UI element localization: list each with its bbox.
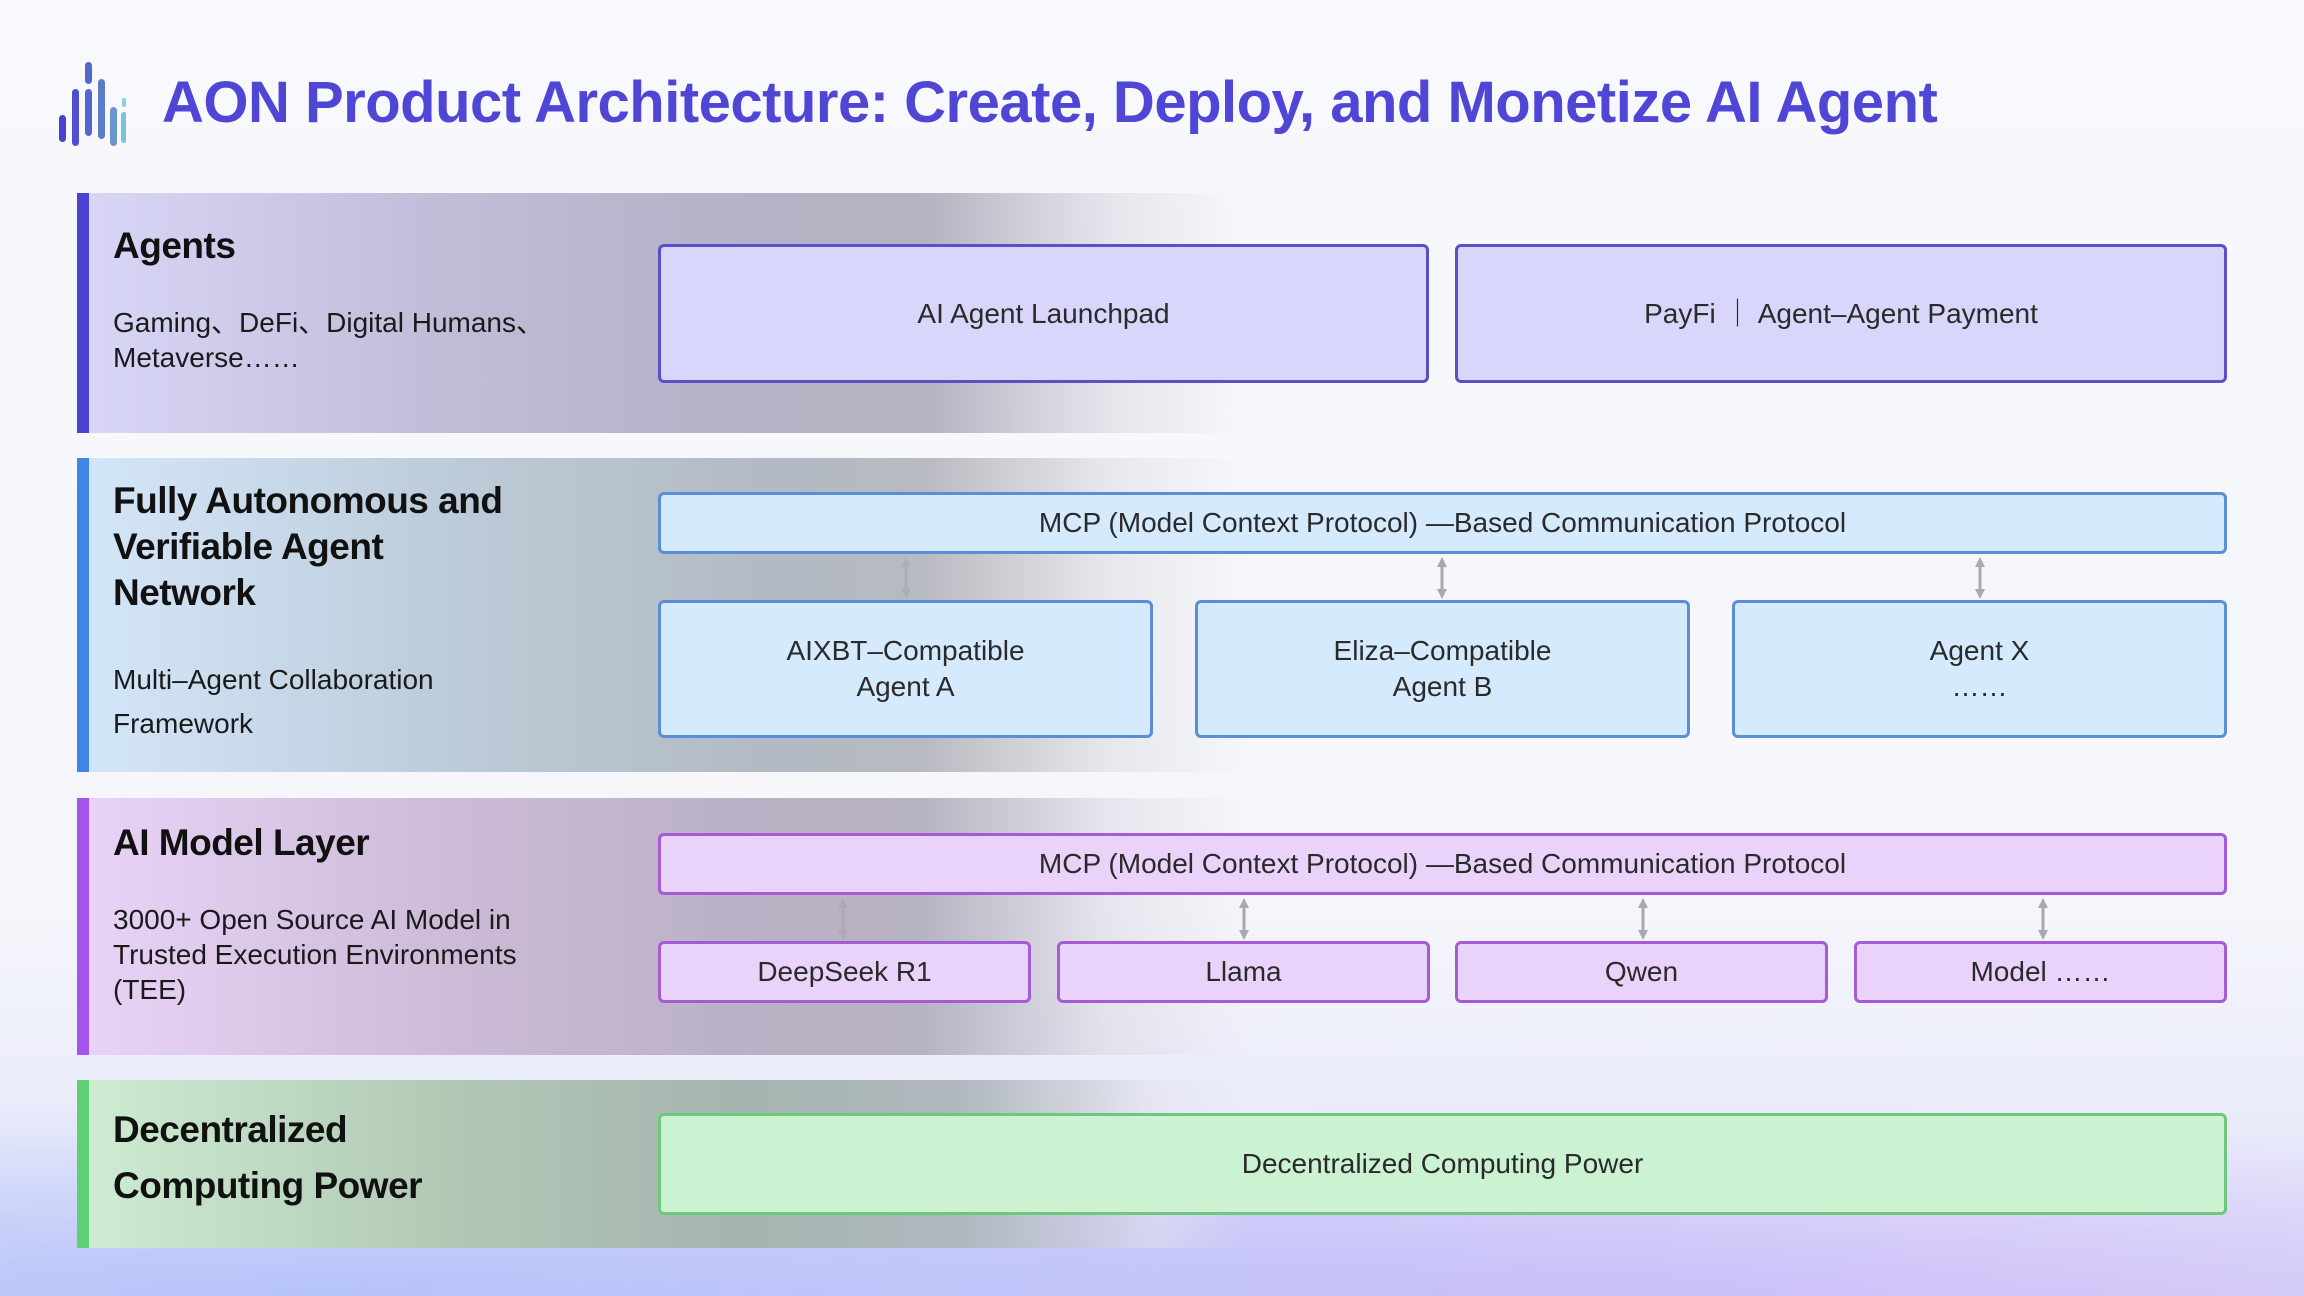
decentralized-computing-box[interactable]: Decentralized Computing Power — [658, 1113, 2227, 1215]
box-label: Decentralized Computing Power — [1241, 1148, 1644, 1179]
box-label: MCP (Model Context Protocol) —Based Comm… — [1038, 507, 1847, 538]
bidirectional-arrow-icon — [1973, 556, 1987, 600]
layer-description: Gaming、DeFi、Digital Humans、 — [113, 307, 545, 338]
bidirectional-arrow-icon — [1237, 897, 1251, 941]
layer-description: 3000+ Open Source AI Model in — [113, 904, 511, 935]
layer-title: Decentralized Computing Power — [113, 1109, 423, 1206]
bidirectional-arrow-icon — [1435, 556, 1449, 600]
box-label: Agent X — [1929, 635, 2030, 666]
box-label: Llama — [1205, 956, 1282, 987]
layer-description: Metaverse…… — [113, 342, 300, 373]
bidirectional-arrow-icon — [899, 556, 913, 600]
box-label: DeepSeek R1 — [757, 956, 932, 987]
layer-description: Trusted Execution Environments — [113, 939, 517, 970]
box-label: PayFi ｜ Agent–Agent Payment — [1644, 297, 2038, 329]
layer-description: Framework — [113, 708, 254, 739]
header: AON Product Architecture: Create, Deploy… — [56, 52, 1938, 152]
layer-description: Multi–Agent Collaboration — [113, 664, 434, 695]
layer-description: (TEE) — [113, 974, 187, 1005]
box-label: Agent B — [1392, 671, 1493, 702]
box-label: Eliza–Compatible — [1333, 635, 1552, 666]
agent-a-box[interactable]: AIXBT–Compatible Agent A — [658, 600, 1153, 738]
box-label: …… — [1951, 671, 2008, 702]
ai-agent-launchpad-box[interactable]: AI Agent Launchpad — [658, 244, 1429, 383]
model-qwen-box[interactable]: Qwen — [1455, 941, 1828, 1003]
mcp-protocol-box[interactable]: MCP (Model Context Protocol) —Based Comm… — [658, 492, 2227, 554]
layer-title: Fully Autonomous and Verifiable Agent Ne… — [113, 480, 503, 613]
layer-title: AI Model Layer — [113, 822, 370, 863]
model-deepseek-box[interactable]: DeepSeek R1 — [658, 941, 1031, 1003]
payfi-payment-box[interactable]: PayFi ｜ Agent–Agent Payment — [1455, 244, 2227, 383]
bidirectional-arrow-icon — [1636, 897, 1650, 941]
box-label: MCP (Model Context Protocol) —Based Comm… — [1038, 848, 1847, 879]
model-more-box[interactable]: Model …… — [1854, 941, 2227, 1003]
layer-title: Agents — [113, 225, 236, 266]
page-title: AON Product Architecture: Create, Deploy… — [162, 69, 1938, 135]
bidirectional-arrow-icon — [836, 897, 850, 941]
box-label: AIXBT–Compatible — [786, 635, 1025, 666]
agent-b-box[interactable]: Eliza–Compatible Agent B — [1195, 600, 1690, 738]
agent-x-box[interactable]: Agent X …… — [1732, 600, 2227, 738]
bar-waveform-logo-icon — [59, 62, 126, 146]
mcp-protocol-box[interactable]: MCP (Model Context Protocol) —Based Comm… — [658, 833, 2227, 895]
box-label: Model …… — [1970, 956, 2111, 987]
model-llama-box[interactable]: Llama — [1057, 941, 1430, 1003]
box-label: Qwen — [1604, 956, 1679, 987]
box-label: AI Agent Launchpad — [917, 297, 1170, 329]
box-label: Agent A — [856, 671, 955, 702]
bidirectional-arrow-icon — [2036, 897, 2050, 941]
